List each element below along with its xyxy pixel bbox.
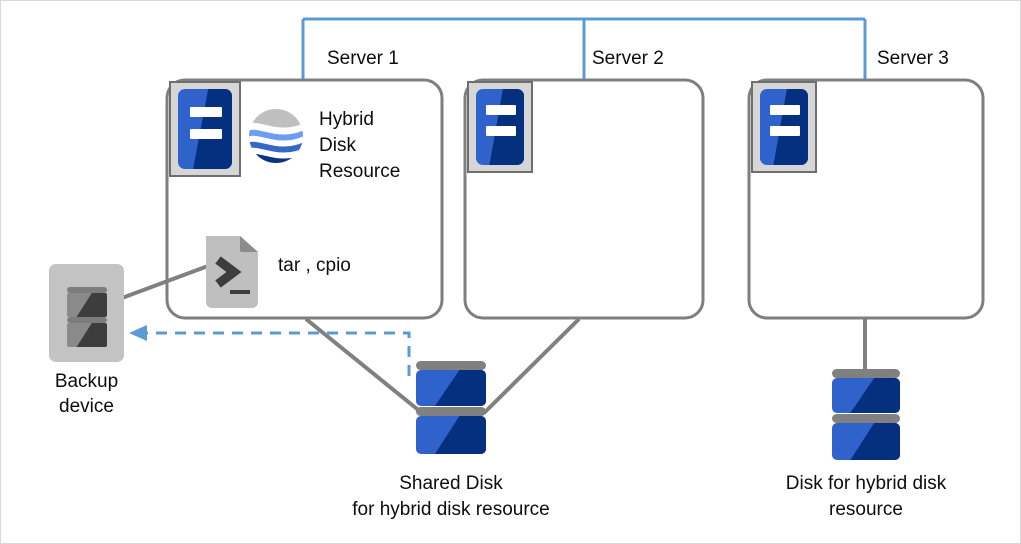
hybrid-disk-label-line1: Disk for hybrid disk <box>785 473 947 494</box>
hybrid-disk-resource-label-line1: Hybrid <box>319 109 374 130</box>
backup-device-label-line2: device <box>59 396 114 417</box>
server1-to-shared-disk <box>304 317 424 415</box>
network-interconnect <box>301 17 867 80</box>
chassis-slot-1 <box>486 105 516 115</box>
disk-platter-1 <box>832 369 900 378</box>
server-2-box <box>463 78 705 320</box>
server-1-box <box>165 78 444 320</box>
shared-disk-label-line2: for hybrid disk resource <box>352 499 550 520</box>
backup-slab-1 <box>67 293 107 317</box>
server-1-label: Server 1 <box>327 48 399 69</box>
backup-platter-2 <box>67 317 107 323</box>
chassis-slot-1 <box>770 105 800 115</box>
disk-slab-shading <box>850 378 900 413</box>
hybrid-disk-icon <box>832 369 900 463</box>
chassis-slot-1 <box>190 107 222 117</box>
hybrid-disk-label-line2: resource <box>829 499 903 520</box>
globe-icon <box>249 109 303 163</box>
script-file-icon <box>206 236 258 308</box>
server-2-label: Server 2 <box>592 48 664 69</box>
storage-connectors <box>113 261 867 415</box>
disk-slab-1 <box>416 370 486 406</box>
disk-slab-2 <box>832 423 900 460</box>
server-2-chassis-icon <box>467 81 533 173</box>
chassis-slot-2 <box>770 126 800 136</box>
disk-slab-1 <box>832 378 900 413</box>
server-1-chassis-icon <box>169 81 241 177</box>
backup-slab-shading <box>76 293 107 317</box>
disk-slab-shading <box>434 416 486 454</box>
disk-platter-1 <box>416 361 486 370</box>
backup-flow-arrow <box>129 325 411 376</box>
server2-to-shared-disk <box>482 317 581 415</box>
disk-slab-2 <box>416 416 486 454</box>
server-3-chassis-icon <box>751 81 817 173</box>
server-3-label: Server 3 <box>877 48 949 69</box>
chassis-slot-2 <box>486 126 516 136</box>
backup-slab-2 <box>67 323 107 347</box>
disk-platter-2 <box>416 407 486 416</box>
server-box-outlines <box>165 78 985 320</box>
backup-device-icon <box>49 264 124 362</box>
shared-disk-icon <box>416 361 486 457</box>
hybrid-disk-resource-label-line3: Resource <box>319 161 401 182</box>
hybrid-disk-resource-label-line2: Disk <box>319 135 356 156</box>
backup-connector <box>113 261 217 303</box>
script-label: tar , cpio <box>278 255 351 276</box>
server-3-box <box>747 78 985 320</box>
backup-slab-shading <box>76 323 107 347</box>
chassis-slot-2 <box>190 129 222 139</box>
disk-platter-2 <box>832 414 900 423</box>
backup-device-label-line1: Backup <box>54 371 119 392</box>
disk-slab-shading <box>434 370 486 406</box>
disk-slab-shading <box>850 423 900 460</box>
shared-disk-label-line1: Shared Disk <box>399 473 503 494</box>
backup-platter-1 <box>67 287 107 293</box>
